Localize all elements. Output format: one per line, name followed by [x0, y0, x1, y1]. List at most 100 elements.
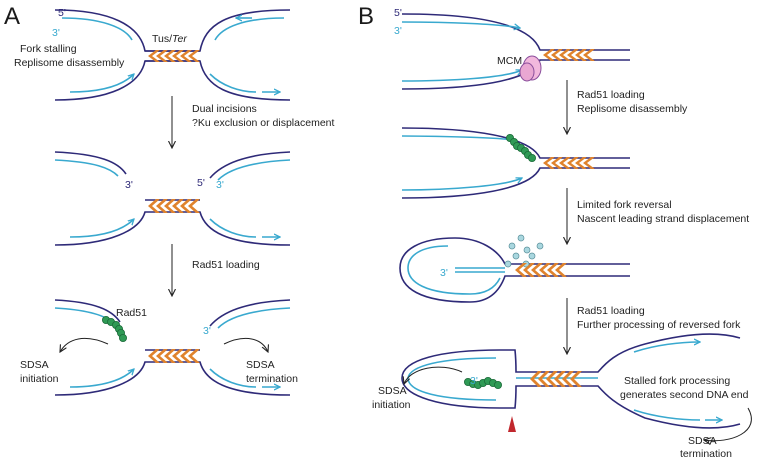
ter-chevron — [539, 263, 551, 277]
limited-fork-reversal-label: Limited fork reversal — [577, 199, 672, 211]
ter-chevron — [188, 349, 200, 363]
five-prime-label: 5' — [58, 7, 66, 19]
three-prime-label: 3' — [216, 179, 224, 191]
ter-chevron — [156, 349, 168, 363]
sdsa-termination-line2: termination — [246, 373, 298, 385]
ter-site-icon — [148, 50, 200, 62]
further-processing-label: Further processing of reversed fork — [577, 319, 741, 331]
ter-chevron — [188, 199, 200, 213]
ter-chevron — [164, 349, 176, 363]
rad51-filament-icon — [102, 315, 128, 342]
stalled-fork-processing-label: Stalled fork processing — [624, 375, 730, 387]
protein-fragment — [508, 242, 516, 250]
panel-label-b: B — [358, 3, 374, 30]
three-prime-label: 3' — [440, 267, 448, 279]
sdsa-termination-line1: SDSA — [246, 359, 275, 371]
ter-chevron — [551, 157, 563, 169]
sdsa-initiation-line1: SDSA — [20, 359, 49, 371]
three-prime-label: 3' — [470, 375, 478, 387]
ter-chevron — [148, 349, 160, 363]
ter-chevron — [567, 157, 579, 169]
ter-chevron — [562, 371, 574, 387]
ter-chevron — [583, 157, 595, 169]
nuclease-triangle-icon — [508, 416, 516, 432]
b-sdsa-initiation-arrow — [404, 366, 463, 384]
ter-chevron — [164, 199, 176, 213]
three-prime-label: 3' — [394, 25, 402, 37]
rad51-bead — [119, 333, 128, 342]
panel-b-stage2-fork — [401, 127, 630, 199]
rad51-filament-icon — [505, 133, 537, 162]
dual-incisions-label: Dual incisions — [192, 103, 257, 115]
replisome-disassembly-label: Replisome disassembly — [14, 57, 125, 69]
ter-chevron — [543, 49, 555, 61]
ter-chevron — [172, 199, 184, 213]
b-replisome-disassembly-label: Replisome disassembly — [577, 103, 688, 115]
ter-site-icon — [543, 157, 595, 169]
b-rad51-loading-2-label: Rad51 loading — [577, 305, 645, 317]
ter-chevron — [547, 263, 559, 277]
ter-chevron — [515, 263, 527, 277]
ter-chevron — [172, 50, 184, 62]
three-prime-label: 3' — [203, 325, 211, 337]
rad51-loading-label: Rad51 loading — [192, 259, 260, 271]
ter-chevron — [531, 263, 543, 277]
ter-chevron — [559, 157, 571, 169]
ter-chevron — [546, 371, 558, 387]
ter-chevron — [570, 371, 582, 387]
protein-fragment — [536, 242, 544, 250]
ku-exclusion-label: ?Ku exclusion or displacement — [192, 117, 334, 129]
b-sdsa-termination-line2: termination — [680, 448, 732, 459]
ter-site-icon — [148, 349, 200, 363]
ter-chevron — [575, 157, 587, 169]
sdsa-initiation-arrow — [60, 337, 109, 352]
panel-a-stage1-fork — [54, 9, 291, 101]
three-prime-label: 3' — [125, 179, 133, 191]
ter-chevron — [188, 50, 200, 62]
ter-chevron — [575, 49, 587, 61]
protein-fragments — [504, 234, 544, 268]
sdsa-initiation-line2: initiation — [20, 373, 59, 385]
panel-label-a: A — [4, 3, 20, 30]
ter-chevron — [180, 349, 192, 363]
five-prime-label: 5' — [197, 177, 205, 189]
ter-chevron — [543, 157, 555, 169]
protein-fragment — [504, 260, 512, 268]
ter-chevron — [180, 50, 192, 62]
protein-fragment — [523, 246, 531, 254]
ter-site-icon — [515, 263, 567, 277]
ter-chevron — [583, 49, 595, 61]
ter-chevron — [559, 49, 571, 61]
b-sdsa-termination-arrow — [704, 407, 752, 441]
ter-chevron — [551, 49, 563, 61]
protein-fragment — [517, 234, 525, 242]
rad51-bead — [493, 380, 502, 389]
ter-chevron — [156, 50, 168, 62]
ter-chevron — [555, 263, 567, 277]
three-prime-label: 3' — [52, 27, 60, 39]
ter-chevron — [538, 371, 550, 387]
panel-a-stage2-fork — [54, 151, 291, 246]
panel-b-stage1-fork — [401, 13, 630, 90]
ter-chevron — [567, 49, 579, 61]
ter-chevron — [156, 199, 168, 213]
ter-chevron — [148, 199, 160, 213]
ter-chevron — [148, 50, 160, 62]
panel-b-stage3-fork — [399, 237, 630, 303]
tus-ter-label: Tus/Ter — [152, 33, 187, 45]
ter-site-icon — [543, 49, 595, 61]
ter-chevron — [164, 50, 176, 62]
ter-site-icon — [148, 199, 200, 213]
second-dna-end-label: generates second DNA end — [620, 389, 749, 401]
ter-chevron — [180, 199, 192, 213]
ter-chevron — [530, 371, 542, 387]
b-sdsa-termination-line1: SDSA — [688, 435, 717, 447]
rad51-bead — [528, 153, 537, 162]
b-rad51-loading-label: Rad51 loading — [577, 89, 645, 101]
mcm-label: MCM — [497, 55, 522, 67]
five-prime-label: 5' — [394, 7, 402, 19]
panel-b-stage4-fork — [401, 333, 741, 429]
fork-stalling-label: Fork stalling — [20, 43, 77, 55]
ter-chevron — [523, 263, 535, 277]
